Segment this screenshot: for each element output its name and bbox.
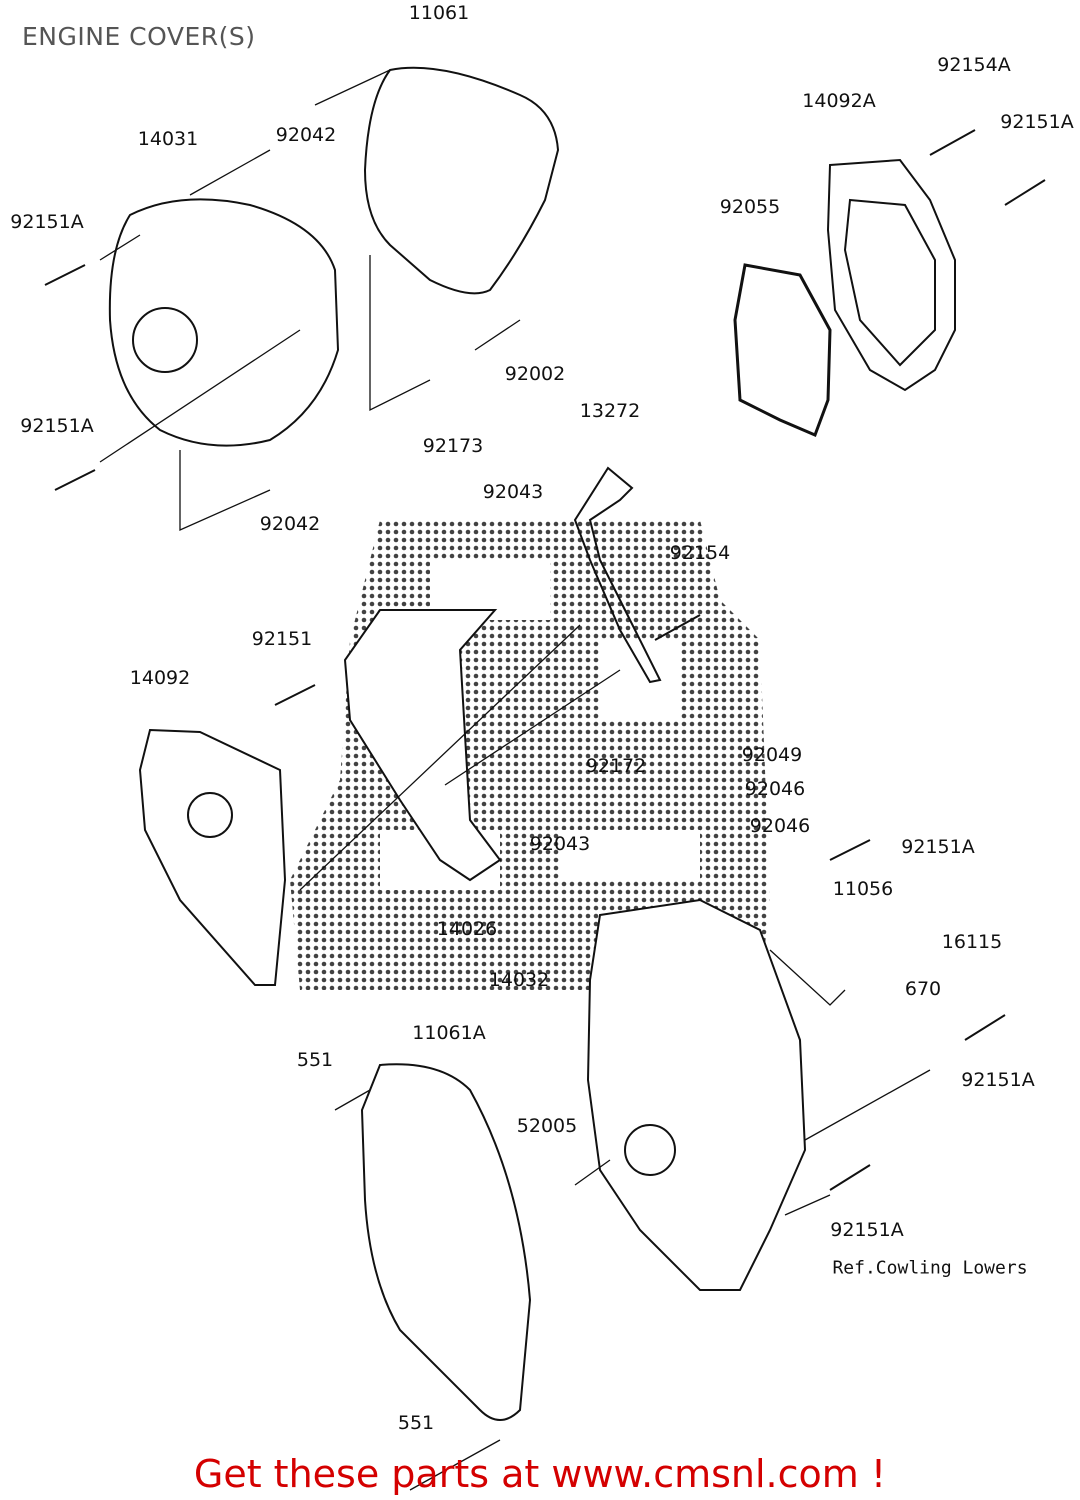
part-label[interactable]: 14026 bbox=[436, 918, 498, 940]
part-label[interactable]: 14031 bbox=[137, 128, 199, 150]
part-label[interactable]: 13272 bbox=[579, 400, 641, 422]
bracket-13272 bbox=[573, 466, 662, 684]
part-label[interactable]: 11061A bbox=[412, 1022, 486, 1044]
part-label[interactable]: 11056 bbox=[832, 878, 894, 900]
cover-14092 bbox=[138, 728, 287, 986]
part-label[interactable]: 14092A bbox=[802, 90, 876, 112]
part-label[interactable]: 92151A bbox=[961, 1069, 1035, 1091]
cover-14031 bbox=[108, 198, 340, 447]
part-label[interactable]: 92151A bbox=[1000, 111, 1074, 133]
part-label[interactable]: 92046 bbox=[749, 815, 811, 837]
gasket-92055 bbox=[733, 263, 832, 437]
plate-14026 bbox=[343, 609, 502, 882]
part-label[interactable]: 92055 bbox=[719, 196, 781, 218]
part-label[interactable]: 92154A bbox=[937, 54, 1011, 76]
part-label[interactable]: 92151A bbox=[830, 1219, 904, 1241]
part-label[interactable]: 92042 bbox=[259, 513, 321, 535]
leader-lines bbox=[99, 69, 931, 1491]
part-label[interactable]: 14092 bbox=[129, 667, 191, 689]
part-label[interactable]: 16115 bbox=[941, 931, 1003, 953]
cover-14032 bbox=[586, 898, 807, 1291]
part-label[interactable]: 52005 bbox=[516, 1115, 578, 1137]
part-label[interactable]: 92046 bbox=[744, 778, 806, 800]
footer-promo-link[interactable]: Get these parts at www.cmsnl.com ! bbox=[193, 1452, 887, 1496]
bolts bbox=[44, 129, 1046, 1191]
gasket-11061a bbox=[360, 1063, 532, 1421]
part-label[interactable]: 92151 bbox=[251, 628, 313, 650]
gasket-11061 bbox=[363, 66, 560, 295]
part-label[interactable]: 92049 bbox=[741, 744, 803, 766]
part-label[interactable]: 551 bbox=[296, 1049, 334, 1071]
part-label[interactable]: 92151A bbox=[901, 836, 975, 858]
part-label[interactable]: 14032 bbox=[488, 969, 550, 991]
part-label[interactable]: 11061 bbox=[408, 2, 470, 24]
cover-14092a bbox=[826, 158, 956, 392]
part-label[interactable]: 92151A bbox=[10, 211, 84, 233]
part-label[interactable]: 92154 bbox=[669, 542, 731, 564]
part-label[interactable]: 92043 bbox=[529, 833, 591, 855]
part-label[interactable]: 670 bbox=[904, 978, 942, 1000]
diagram-title: ENGINE COVER(S) bbox=[22, 22, 256, 51]
part-label[interactable]: 92172 bbox=[585, 755, 647, 777]
part-label[interactable]: 551 bbox=[397, 1412, 435, 1434]
part-label[interactable]: 92042 bbox=[275, 124, 337, 146]
part-label[interactable]: 92043 bbox=[482, 481, 544, 503]
part-label[interactable]: 92002 bbox=[504, 363, 566, 385]
part-label[interactable]: 92151A bbox=[20, 415, 94, 437]
reference-note: Ref.Cowling Lowers bbox=[832, 1257, 1028, 1279]
part-label[interactable]: 92173 bbox=[422, 435, 484, 457]
